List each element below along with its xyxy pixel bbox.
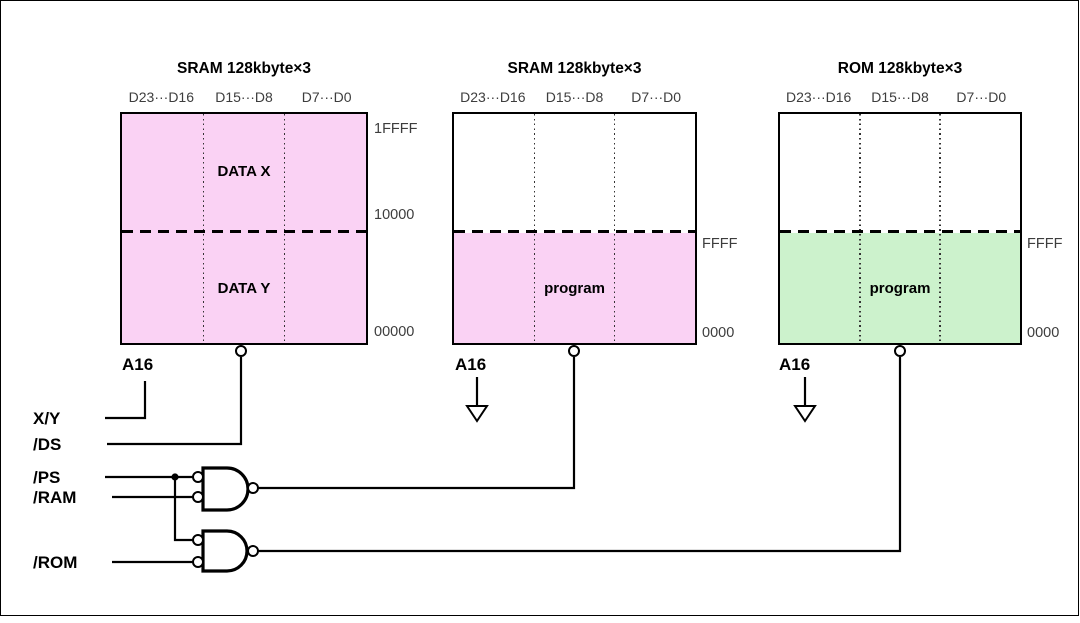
wire-gate2-to-rom-cs: [258, 357, 902, 553]
chip1-title: SRAM 128kbyte×3: [177, 60, 311, 77]
a16-open-arrowhead-sram2: [465, 405, 489, 423]
chip1-a16-label: A16: [122, 355, 154, 374]
gate1-input-bubble-ram: [192, 491, 204, 503]
chip2-title: SRAM 128kbyte×3: [507, 60, 642, 77]
chip2-memory-box: program: [452, 112, 697, 345]
chip3-addr-mid: FFFF: [1027, 236, 1063, 252]
byte-column-divider: [939, 114, 941, 343]
chip3-program-region: [780, 233, 1020, 343]
rom-chip-select-bubble: [894, 345, 906, 357]
byte-column-divider: [202, 114, 205, 343]
gate-rom-select: [201, 529, 249, 573]
sram2-chip-select-bubble: [568, 345, 580, 357]
chip3-a16-label: A16: [779, 355, 811, 374]
gate-program-select: [201, 466, 250, 512]
chip2-bus-labels: D23···D16 D15···D8 D7···D0: [452, 89, 697, 107]
bus-label: D23···D16: [128, 89, 195, 105]
a16-open-arrowhead-rom: [793, 405, 817, 423]
wire-xy-to-a16: [105, 381, 147, 420]
chip3-region-program: program: [869, 280, 931, 297]
chip2-region-program: program: [544, 280, 605, 297]
chip3-memory-box: program: [778, 112, 1022, 345]
chip1-addr-mid: 10000: [374, 207, 415, 223]
chip3-bus-labels: D23···D16 D15···D8 D7···D0: [778, 89, 1022, 107]
chip3-dashed-boundary: [780, 230, 1020, 233]
sram1-chip-select-bubble: [235, 345, 247, 357]
byte-column-divider: [859, 114, 861, 343]
byte-column-divider: [284, 114, 286, 343]
chip1-region-data-y: DATA Y: [217, 280, 271, 297]
signal-label-ds: /DS: [33, 435, 62, 454]
bus-label: D15···D8: [215, 89, 273, 105]
bus-label: D7···D0: [631, 89, 682, 105]
bus-label: D15···D8: [871, 89, 929, 105]
chip1-bus-labels: D23···D16 D15···D8 D7···D0: [120, 89, 368, 107]
bus-label: D15···D8: [545, 89, 604, 105]
gate1-input-bubble-ps: [192, 471, 204, 483]
byte-column-divider: [614, 114, 616, 343]
chip2-program-region: [454, 233, 695, 343]
wire-gate1-to-sram2-cs: [258, 357, 576, 490]
bus-label: D7···D0: [956, 89, 1007, 105]
bus-label: D7···D0: [301, 89, 352, 105]
gate2-input-bubble-rom: [192, 556, 204, 568]
chip3-title: ROM 128kbyte×3: [837, 60, 963, 77]
chip2-a16-label: A16: [455, 355, 487, 374]
wire-ds-to-sram-cs: [107, 357, 243, 446]
signal-label-ps: /PS: [33, 468, 61, 487]
signal-label-xy: X/Y: [33, 409, 61, 428]
gate2-input-bubble-ps: [192, 534, 204, 546]
wire-ps-branch-to-gate2: [173, 477, 193, 542]
bus-label: D23···D16: [785, 89, 852, 105]
chip2-dashed-boundary: [454, 230, 695, 233]
byte-column-divider: [533, 114, 536, 343]
chip1-addr-bottom: 00000: [374, 324, 415, 340]
chip1-addr-top: 1FFFF: [374, 121, 418, 137]
signal-label-rom: /ROM: [33, 553, 78, 572]
chip2-addr-mid: FFFF: [702, 236, 738, 252]
bus-label: D23···D16: [460, 89, 526, 105]
chip1-dashed-boundary: [122, 230, 366, 233]
chip1-memory-box: DATA X DATA Y: [120, 112, 368, 345]
signal-label-ram: /RAM: [33, 488, 77, 507]
gate2-output-bubble: [247, 545, 259, 557]
chip1-region-data-x: DATA X: [217, 163, 271, 180]
gate1-output-bubble: [247, 482, 259, 494]
ps-junction-dot: [171, 473, 179, 481]
chip3-addr-bottom: 0000: [1027, 325, 1060, 341]
chip2-addr-bottom: 0000: [702, 325, 735, 341]
